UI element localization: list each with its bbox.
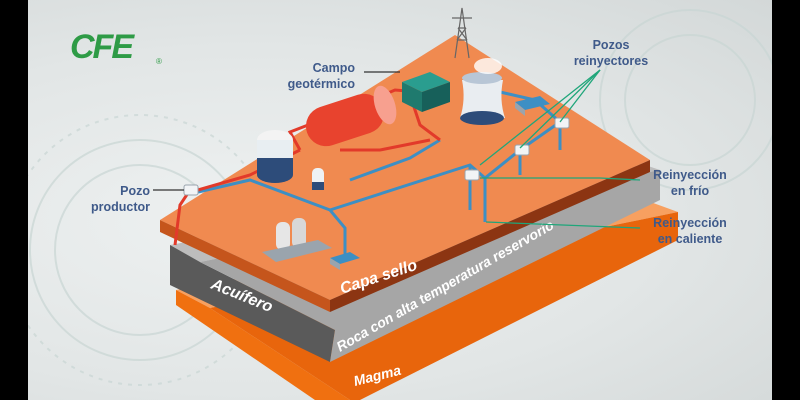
separator-tank xyxy=(257,130,293,183)
pool-basin-1 xyxy=(330,252,360,270)
condenser-cylinder xyxy=(305,85,397,147)
silos xyxy=(262,218,332,262)
logo-text: CFE xyxy=(70,28,135,66)
svg-text:Reinyección: Reinyección xyxy=(653,216,727,230)
label-pozos-reinyectores: Pozos reinyectores xyxy=(574,38,648,68)
leader-lines xyxy=(153,69,641,229)
svg-text:reinyectores: reinyectores xyxy=(574,54,648,68)
geothermal-diagram: CFE ® xyxy=(28,7,772,400)
label-pozo-productor: Pozo productor xyxy=(91,184,150,214)
wellhead-producer xyxy=(183,184,199,196)
label-reinyeccion-frio: Reinyección en frío xyxy=(653,168,727,198)
diagram-panel: CFE ® xyxy=(28,0,772,400)
svg-text:geotérmico: geotérmico xyxy=(288,77,356,91)
svg-text:Campo: Campo xyxy=(313,61,356,75)
pool-basin-2 xyxy=(515,96,550,116)
svg-text:Pozo: Pozo xyxy=(120,184,150,198)
svg-text:Pozos: Pozos xyxy=(593,38,630,52)
svg-text:en caliente: en caliente xyxy=(658,232,723,246)
cfe-logo: CFE ® xyxy=(70,28,162,66)
transmission-tower xyxy=(452,7,472,59)
background-circuit-arcs xyxy=(28,9,772,386)
svg-text:productor: productor xyxy=(91,200,150,214)
generator-box xyxy=(402,72,450,112)
wellhead-reinjector-3 xyxy=(554,117,570,129)
small-tank xyxy=(312,168,324,190)
logo-registered-mark: ® xyxy=(156,57,162,66)
cooling-tower xyxy=(460,58,505,125)
svg-text:en frío: en frío xyxy=(671,184,710,198)
wellhead-reinjector-2 xyxy=(514,144,530,156)
label-campo-geotermico: Campo geotérmico xyxy=(288,61,356,91)
label-reinyeccion-caliente: Reinyección en caliente xyxy=(653,216,727,246)
svg-text:Reinyección: Reinyección xyxy=(653,168,727,182)
wellhead-reinjector-1 xyxy=(464,169,480,181)
